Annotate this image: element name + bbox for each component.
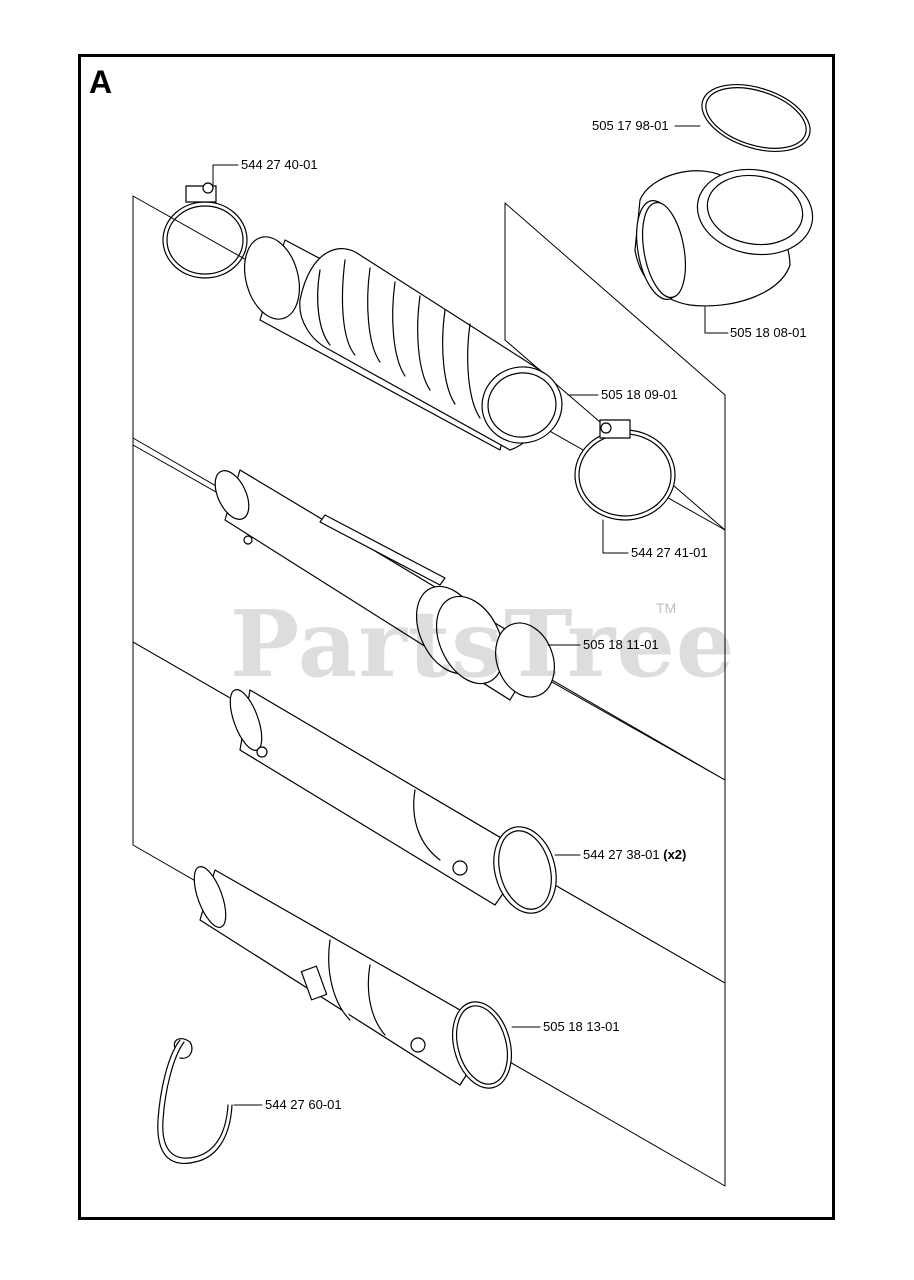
section-letter: A: [89, 64, 113, 100]
tube-2-part: [229, 689, 557, 914]
part-quantity: (x2): [663, 847, 687, 862]
watermark-text: PartsTree: [230, 590, 736, 698]
part-number: 544 27 40-01: [241, 157, 318, 172]
part-number: 544 27 41-01: [631, 545, 708, 560]
large-clamp-part: [574, 419, 676, 521]
part-label-tube-3[interactable]: 505 18 13-01: [543, 1019, 620, 1034]
part-number: 505 18 11-01: [583, 637, 659, 652]
part-label-o-ring[interactable]: 505 17 98-01: [592, 118, 669, 133]
part-number: 505 17 98-01: [592, 118, 669, 133]
leader-lines: [212, 125, 729, 1106]
part-number: 505 18 13-01: [543, 1019, 620, 1034]
part-number: 505 18 09-01: [601, 387, 678, 402]
o-ring-part: [701, 84, 811, 152]
part-label-flex-hose[interactable]: 505 18 09-01: [601, 387, 678, 402]
tube-1-part: [214, 469, 555, 701]
part-label-retaining-clip[interactable]: 544 27 60-01: [265, 1097, 342, 1112]
part-label-tube-2[interactable]: 544 27 38-01 (x2): [583, 847, 686, 862]
flex-hose-part: [244, 236, 563, 451]
tube-3-part: [193, 866, 512, 1089]
part-label-tube-1[interactable]: 505 18 11-01: [583, 637, 659, 652]
small-clamp-part: [162, 182, 248, 279]
part-label-elbow[interactable]: 505 18 08-01: [730, 325, 807, 340]
part-number: 544 27 38-01: [583, 847, 660, 862]
elbow-part: [634, 168, 814, 307]
retaining-clip-part: [157, 1038, 233, 1164]
diagram-frame: [78, 54, 835, 1220]
part-number: 544 27 60-01: [265, 1097, 342, 1112]
part-label-small-clamp[interactable]: 544 27 40-01: [241, 157, 318, 172]
part-label-large-clamp[interactable]: 544 27 41-01: [631, 545, 708, 560]
watermark-trademark: TM: [656, 600, 677, 616]
part-number: 505 18 08-01: [730, 325, 807, 340]
